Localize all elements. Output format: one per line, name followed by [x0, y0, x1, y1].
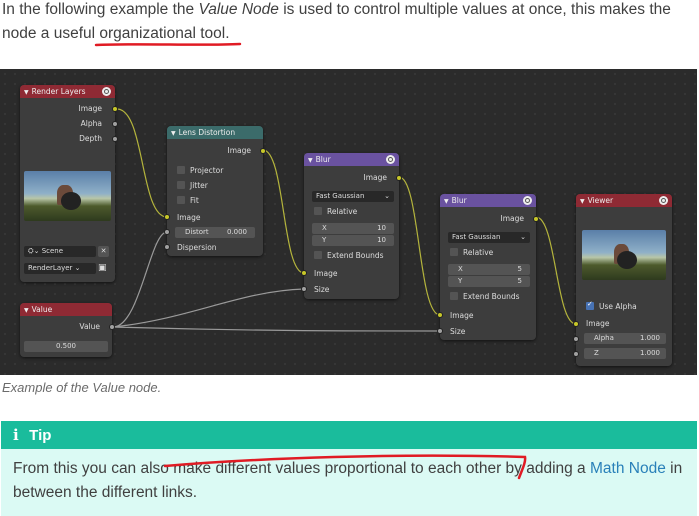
render-layer-selector[interactable]: RenderLayer ⌄	[24, 263, 96, 274]
lens-distortion-node[interactable]: ▼Lens Distortion Image Projector Jitter …	[164, 126, 266, 256]
blur1-image-input-socket[interactable]	[301, 270, 307, 276]
lens-image-output-socket[interactable]	[260, 148, 266, 154]
render-layers-node[interactable]: ▼Render Layers Image Alpha Depth ⛭⌄ Scen…	[20, 85, 118, 282]
lens-image-input-socket[interactable]	[164, 214, 170, 220]
blur1-x-field[interactable]: X 10	[312, 223, 394, 234]
render-icon	[659, 196, 668, 205]
blur2-image-input-socket[interactable]	[437, 312, 443, 318]
tip-body: From this you can also make different va…	[13, 460, 683, 501]
alpha-output-socket[interactable]	[112, 121, 118, 127]
blur2-filter-select[interactable]: Fast Gaussian⌄	[448, 232, 530, 243]
viewer-z-field[interactable]: Z 1.000	[584, 348, 666, 359]
render-icon	[386, 155, 395, 164]
tip-title: Tip	[29, 427, 52, 444]
blur1-relative-checkbox[interactable]	[314, 207, 322, 215]
blur2-extend-checkbox[interactable]	[450, 292, 458, 300]
scene-icon: ⛭⌄	[28, 247, 40, 255]
distort-input-socket[interactable]	[164, 229, 170, 235]
tip-header: i Tip	[1, 421, 697, 449]
image-output-socket[interactable]	[112, 106, 118, 112]
blur2-y-field[interactable]: Y 5	[448, 276, 530, 287]
intro-paragraph: In the following example the Value Node …	[2, 1, 671, 42]
viewer-alpha-field[interactable]: Alpha 1.000	[584, 333, 666, 344]
info-icon: i	[13, 426, 19, 444]
blur-node-1[interactable]: ▼Blur Image Fast Gaussian⌄ Relative X 10…	[301, 153, 402, 299]
blur-node-2[interactable]: ▼Blur Image Fast Gaussian⌄ Relative X 5 …	[437, 194, 539, 340]
tip-box: i Tip From this you can also make differ…	[1, 421, 697, 516]
blur2-x-field[interactable]: X 5	[448, 264, 530, 275]
distort-field[interactable]: Distort 0.000	[175, 227, 255, 238]
projector-checkbox[interactable]	[177, 166, 185, 174]
viewer-node[interactable]: ▼Viewer ✓ Use Alpha Image Alpha 1.000 Z …	[573, 194, 672, 366]
blur2-image-output-socket[interactable]	[533, 216, 539, 222]
use-alpha-checkbox[interactable]	[586, 302, 594, 310]
blur1-size-input-socket[interactable]	[301, 286, 307, 292]
checkmark-icon: ✓	[587, 300, 593, 308]
blur1-filter-select[interactable]: Fast Gaussian⌄	[312, 191, 394, 202]
close-icon[interactable]: ✕	[98, 246, 109, 257]
viewer-image-input-socket[interactable]	[573, 321, 579, 327]
underline-proportional	[163, 454, 527, 480]
blur1-y-field[interactable]: Y 10	[312, 235, 394, 246]
underline-organizational-tool	[94, 42, 242, 47]
render-icon	[102, 87, 111, 96]
value-field[interactable]: 0.500	[24, 341, 108, 352]
value-node[interactable]: ▼Value Value 0.500	[20, 303, 115, 357]
render-icon	[523, 196, 532, 205]
camera-icon[interactable]: ▣	[98, 263, 107, 273]
viewer-preview-image	[582, 230, 666, 280]
blur2-relative-checkbox[interactable]	[450, 248, 458, 256]
render-preview-image	[24, 171, 111, 221]
value-node-emphasis: Value Node	[198, 1, 279, 18]
node-editor-figure: ▼Render Layers Image Alpha Depth ⛭⌄ Scen…	[0, 69, 697, 375]
viewer-z-input-socket[interactable]	[573, 351, 579, 357]
blur1-extend-checkbox[interactable]	[314, 251, 322, 259]
dispersion-input-socket[interactable]	[164, 244, 170, 250]
figure-caption: Example of the Value node.	[2, 380, 162, 395]
depth-output-socket[interactable]	[112, 136, 118, 142]
viewer-alpha-input-socket[interactable]	[573, 336, 579, 342]
scene-selector[interactable]: ⛭⌄ Scene	[24, 246, 96, 257]
fit-checkbox[interactable]	[177, 196, 185, 204]
jitter-checkbox[interactable]	[177, 181, 185, 189]
node-links	[112, 108, 577, 332]
math-node-link[interactable]: Math Node	[590, 460, 666, 477]
blur2-size-input-socket[interactable]	[437, 328, 443, 334]
blur1-image-output-socket[interactable]	[396, 175, 402, 181]
value-output-socket[interactable]	[109, 324, 115, 330]
